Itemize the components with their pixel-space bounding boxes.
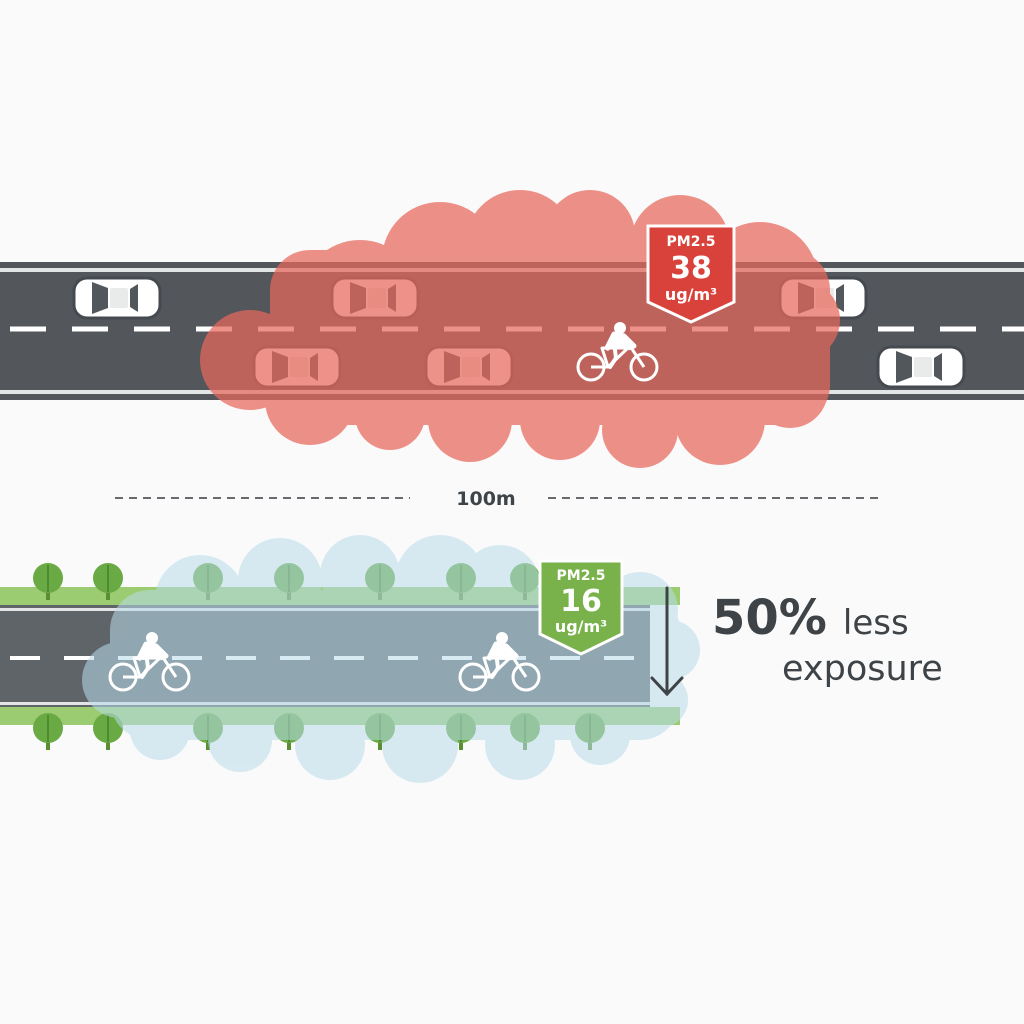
claim-headline: 50% less (712, 590, 1012, 648)
pm-unit: ug/m³ (665, 285, 717, 304)
badge-shape (646, 224, 736, 324)
pm-unit: ug/m³ (555, 617, 607, 636)
car-icon (72, 276, 162, 320)
pm-badge-low: PM2.5 16 ug/m³ (538, 559, 624, 656)
car-icon (876, 345, 966, 389)
exposure-claim: 50% less exposure (712, 590, 1012, 690)
pollution-cloud-low (82, 535, 700, 783)
pollution-cloud-high (200, 190, 840, 468)
exposure-word: exposure (782, 648, 943, 689)
distance-label: 100m (456, 488, 515, 510)
less-word: less (842, 603, 909, 643)
badge-shape (538, 559, 624, 656)
distance-marker: 100m (115, 488, 880, 510)
percent-value: 50% (712, 590, 827, 646)
arrow-down-icon (650, 586, 684, 697)
pm-value: 38 (670, 251, 712, 286)
tree-icon (32, 712, 64, 751)
pm-label: PM2.5 (667, 234, 716, 250)
pm-value: 16 (560, 584, 602, 619)
pm-label: PM2.5 (557, 568, 606, 584)
pm-badge-high: PM2.5 38 ug/m³ (646, 224, 736, 324)
